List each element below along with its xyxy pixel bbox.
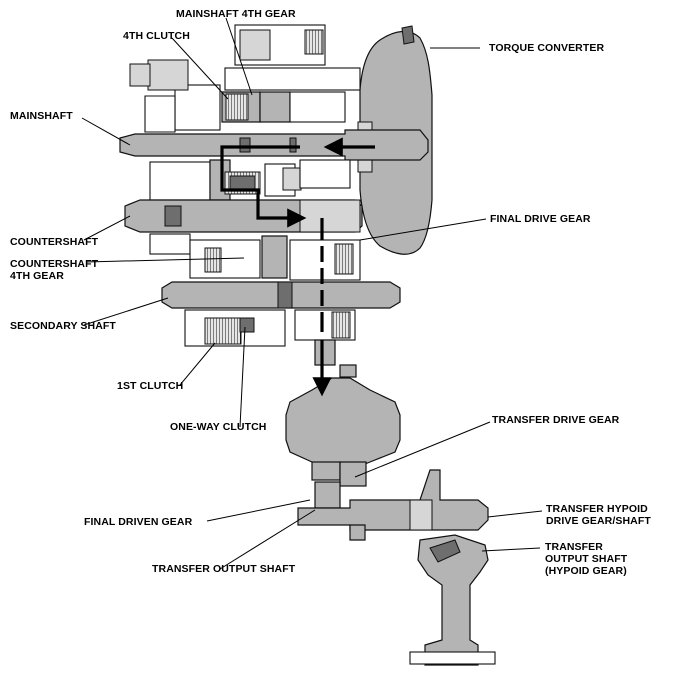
first-clutch-assembly <box>184 309 356 347</box>
label-torque-converter: TORQUE CONVERTER <box>489 42 605 54</box>
label-countershaft-4th-gear: COUNTERSHAFT 4TH GEAR <box>10 258 98 282</box>
label-transfer-output-shaft-hypoid-gear: TRANSFER OUTPUT SHAFT (HYPOID GEAR) <box>545 541 627 577</box>
secondary-shaft <box>161 281 401 309</box>
lower-gear-cluster <box>149 233 361 281</box>
label-mainshaft: MAINSHAFT <box>10 110 73 122</box>
label-transfer-hypoid-line1: TRANSFER HYPOID <box>546 503 648 515</box>
label-one-way-clutch: ONE-WAY CLUTCH <box>170 421 267 433</box>
label-transfer-output-hypoid-line3: (HYPOID GEAR) <box>545 565 627 577</box>
leader-lines <box>81 17 543 570</box>
label-countershaft: COUNTERSHAFT <box>10 236 99 248</box>
label-1st-clutch: 1ST CLUTCH <box>117 380 184 392</box>
upper-gear-cluster <box>129 24 361 133</box>
transfer-assembly <box>297 469 496 666</box>
label-transfer-output-shaft: TRANSFER OUTPUT SHAFT <box>152 563 296 575</box>
label-countershaft-4th-gear-line1: COUNTERSHAFT <box>10 258 99 270</box>
label-secondary-shaft: SECONDARY SHAFT <box>10 320 116 332</box>
label-transfer-hypoid-line2: DRIVE GEAR/SHAFT <box>546 515 651 527</box>
label-mainshaft-4th-gear: MAINSHAFT 4TH GEAR <box>176 8 296 20</box>
label-final-driven-gear: FINAL DRIVEN GEAR <box>84 516 193 528</box>
differential <box>285 339 401 487</box>
label-final-drive-gear: FINAL DRIVE GEAR <box>490 213 591 225</box>
label-transfer-drive-gear: TRANSFER DRIVE GEAR <box>492 414 620 426</box>
label-4th-clutch: 4TH CLUTCH <box>123 30 190 42</box>
label-countershaft-4th-gear-line2: 4TH GEAR <box>10 270 64 282</box>
mainshaft <box>119 129 429 161</box>
label-transfer-output-hypoid-line2: OUTPUT SHAFT <box>545 553 628 565</box>
label-transfer-output-hypoid-line1: TRANSFER <box>545 541 603 553</box>
countershaft <box>124 199 363 233</box>
power-flow-path <box>220 137 375 397</box>
middle-gear-cluster <box>149 159 351 201</box>
label-transfer-hypoid-drive-gear-shaft: TRANSFER HYPOID DRIVE GEAR/SHAFT <box>546 503 651 527</box>
